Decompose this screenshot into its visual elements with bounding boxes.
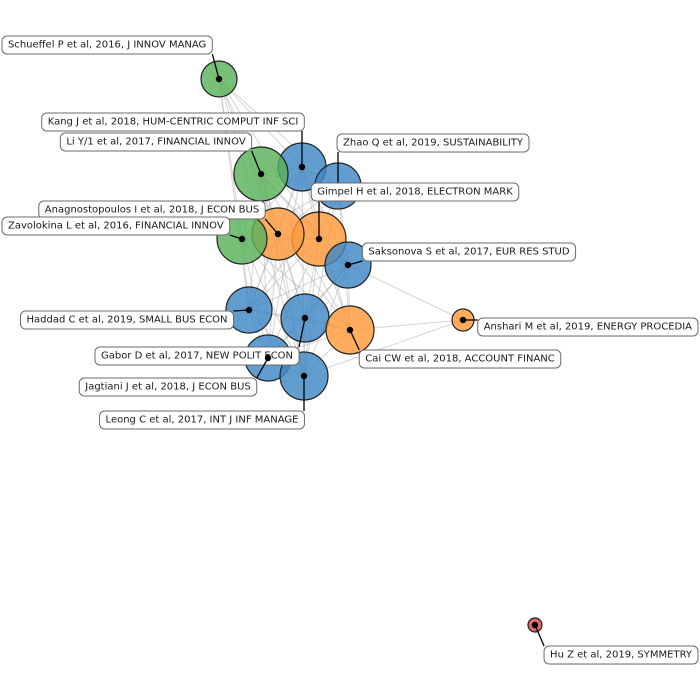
label-group-schueffel: Schueffel P et al, 2016, J INNOV MANAG <box>1 35 223 83</box>
label-box-saksonova <box>361 242 577 262</box>
node-label-haddad: Haddad C et al, 2019, SMALL BUS ECON <box>27 315 228 326</box>
node-label-li: Li Y/1 et al, 2017, FINANCIAL INNOV <box>66 137 246 148</box>
label-box-li <box>59 132 253 152</box>
node-center-dot-gimpel <box>315 235 323 243</box>
node-center-dot-leong <box>300 372 308 380</box>
leader-line-jagtiani <box>256 357 269 379</box>
node-label-gabor: Gabor D et al, 2017, NEW POLIT ECON <box>101 351 293 362</box>
label-box-gimpel <box>310 182 520 202</box>
node-label-schueffel: Schueffel P et al, 2016, J INNOV MANAG <box>8 40 206 51</box>
node-label-leong: Leong C et al, 2017, INT J INF MANAGE <box>106 415 299 426</box>
node-center-dot-cai <box>346 326 354 334</box>
leader-line-cai <box>349 329 360 351</box>
node-label-anagnostopoulos: Anagnostopoulos I et al, 2018, J ECON BU… <box>45 205 259 216</box>
label-box-schueffel <box>1 35 213 55</box>
label-box-gabor <box>94 346 300 366</box>
label-group-leong: Leong C et al, 2017, INT J INF MANAGE <box>99 372 308 430</box>
node-label-zavolokina: Zavolokina L et al, 2016, FINANCIAL INNO… <box>8 221 224 232</box>
label-box-haddad <box>20 310 234 330</box>
node-center-dot-jagtiani <box>264 354 272 362</box>
edge-kang-jagtiani <box>267 166 303 359</box>
labels-layer: Schueffel P et al, 2016, J INNOV MANAG Ka… <box>1 35 699 665</box>
label-group-zhao: Zhao Q et al, 2019, SUSTAINABILITY <box>334 133 530 190</box>
label-group-anshari: Anshari M et al, 2019, ENERGY PROCEDIA <box>459 316 699 337</box>
node-label-cai: Cai CW et al, 2018, ACCOUNT FINANC <box>365 354 555 365</box>
node-center-dot-anagnostopoulos <box>274 230 282 238</box>
label-group-haddad: Haddad C et al, 2019, SMALL BUS ECON <box>20 306 253 330</box>
node-label-jagtiani: Jagtiani J et al, 2018, J ECON BUS <box>84 382 250 393</box>
node-center-dot-saksonova <box>344 261 352 269</box>
label-group-zavolokina: Zavolokina L et al, 2016, FINANCIAL INNO… <box>1 216 246 243</box>
node-center-dot-zavolokina <box>238 235 246 243</box>
label-group-gimpel: Gimpel H et al, 2018, ELECTRON MARK <box>310 182 520 243</box>
node-label-anshari: Anshari M et al, 2019, ENERGY PROCEDIA <box>484 322 692 333</box>
label-group-kang: Kang J et al, 2018, HUM-CENTRIC COMPUT I… <box>41 112 306 171</box>
leader-line-schueffel <box>211 53 220 80</box>
leader-line-anagnostopoulos <box>264 218 279 235</box>
node-center-dot-kang <box>298 163 306 171</box>
label-group-hu: Hu Z et al, 2019, SYMMETRY <box>531 621 699 665</box>
label-group-li: Li Y/1 et al, 2017, FINANCIAL INNOV <box>59 132 265 178</box>
edge-leong-anshari <box>303 319 464 377</box>
node-label-gimpel: Gimpel H et al, 2018, ELECTRON MARK <box>317 187 513 198</box>
node-center-dot-anshari <box>459 316 467 324</box>
node-center-dot-gabor <box>301 314 309 322</box>
label-group-jagtiani: Jagtiani J et al, 2018, J ECON BUS <box>78 354 272 397</box>
node-center-dot-schueffel <box>215 75 223 83</box>
node-label-hu: Hu Z et al, 2019, SYMMETRY <box>550 650 693 661</box>
label-box-zavolokina <box>1 216 231 236</box>
node-label-kang: Kang J et al, 2018, HUM-CENTRIC COMPUT I… <box>48 117 299 128</box>
leader-line-gabor <box>298 317 306 348</box>
edge-kang-leong <box>301 166 305 377</box>
leader-line-li <box>251 150 262 175</box>
label-box-leong <box>99 410 305 430</box>
node-label-saksonova: Saksonova S et al, 2017, EUR RES STUD <box>368 247 569 258</box>
node-label-zhao: Zhao Q et al, 2019, SUSTAINABILITY <box>343 138 524 149</box>
label-box-anshari <box>477 317 699 337</box>
label-box-hu <box>543 645 699 665</box>
label-box-kang <box>41 112 305 132</box>
label-group-gabor: Gabor D et al, 2017, NEW POLIT ECON <box>94 314 309 366</box>
node-center-dot-li <box>257 170 265 178</box>
leader-line-hu <box>534 624 545 647</box>
label-box-jagtiani <box>78 377 258 397</box>
node-center-dot-hu <box>531 621 539 629</box>
label-box-cai <box>358 349 562 369</box>
label-group-saksonova: Saksonova S et al, 2017, EUR RES STUD <box>344 242 577 269</box>
label-box-zhao <box>336 133 530 153</box>
node-center-dot-haddad <box>245 306 253 314</box>
label-group-cai: Cai CW et al, 2018, ACCOUNT FINANC <box>346 326 562 369</box>
